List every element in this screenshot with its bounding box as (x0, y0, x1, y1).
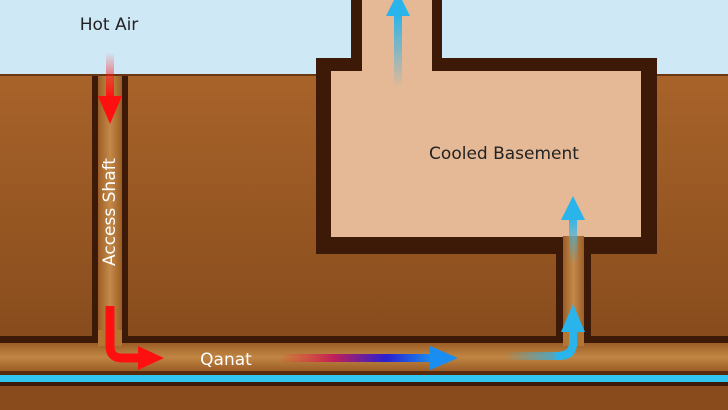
water-channel-bottom (0, 382, 728, 386)
cool-air-rising-arrow (561, 196, 585, 264)
water-channel-top (0, 371, 728, 375)
cooled-basement-label: Cooled Basement (429, 144, 579, 164)
access-shaft-label: Access Shaft (100, 158, 120, 266)
cool-air-exit-arrow (386, 0, 410, 88)
hot-air-arrow (98, 52, 122, 124)
cool-air-elbow-arrow (505, 304, 585, 360)
cooled-basement-room (331, 0, 641, 237)
water-channel (0, 375, 728, 382)
cooling-air-arrow (280, 346, 458, 370)
qanat-label: Qanat (200, 350, 252, 370)
hot-air-label: Hot Air (80, 15, 139, 35)
hot-air-elbow-arrow (105, 306, 164, 370)
